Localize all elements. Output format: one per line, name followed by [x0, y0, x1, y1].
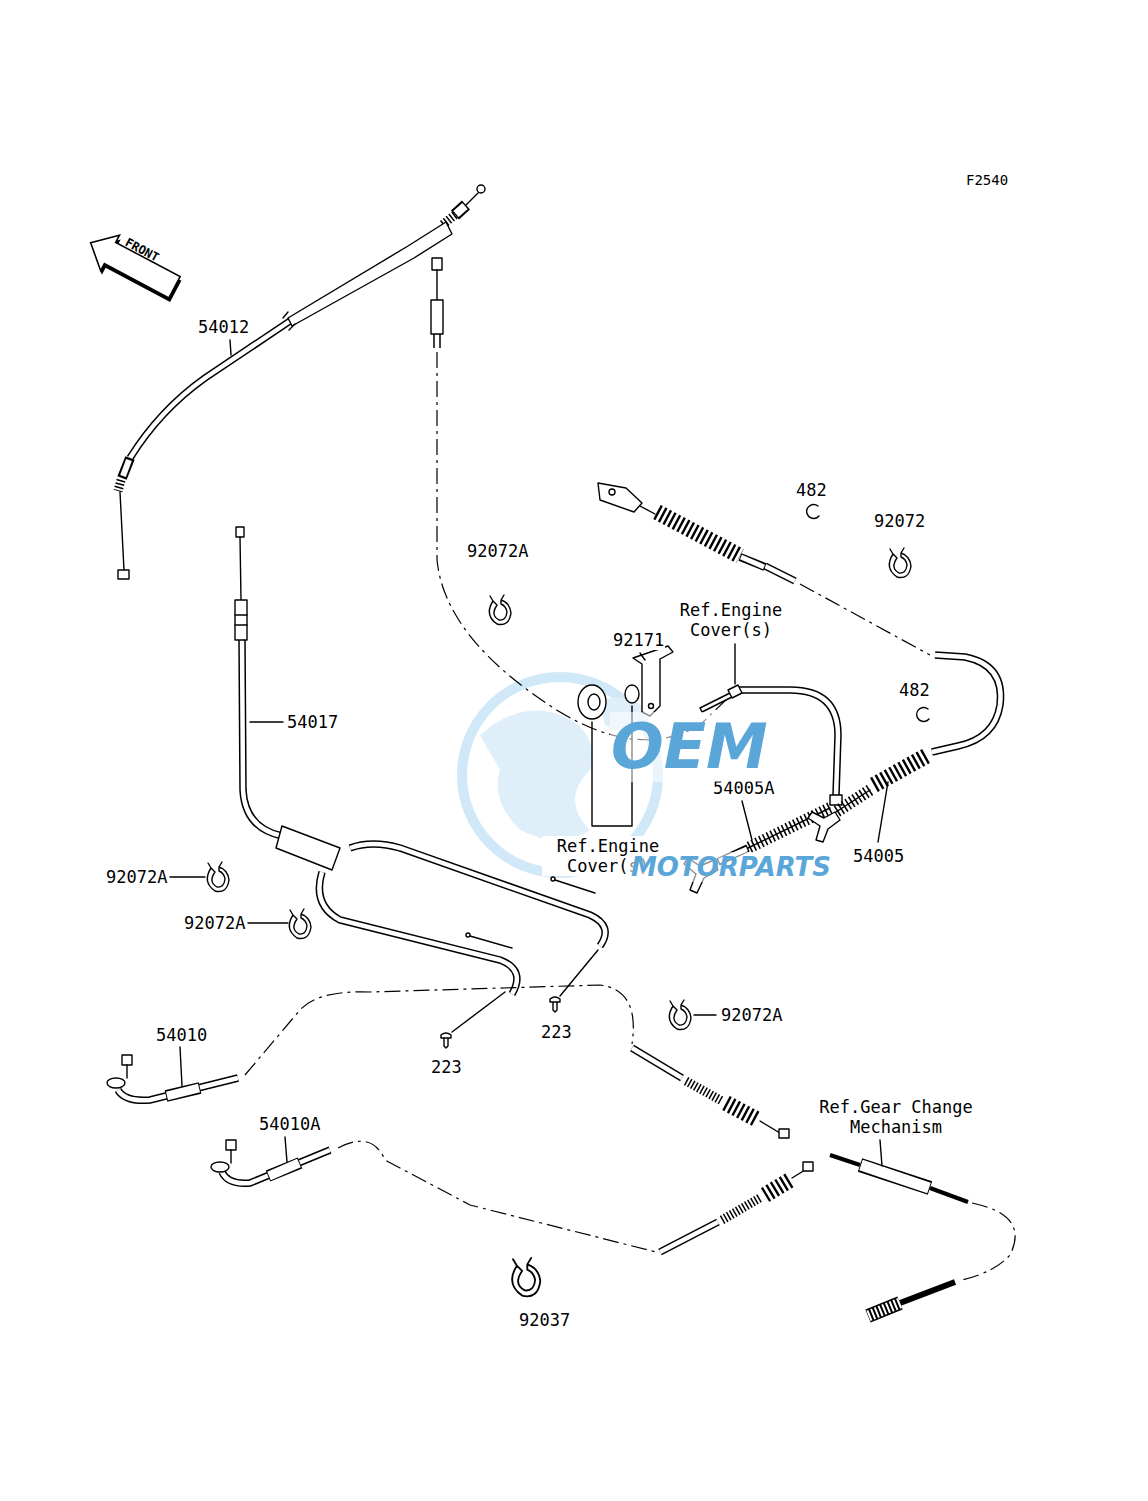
cable-ends-right [686, 1081, 813, 1220]
cable-54010 [107, 985, 656, 1252]
callout-number-holder: 92072A [183, 913, 246, 933]
cable-upper [431, 258, 732, 740]
callout-number-holder: 54010A [258, 1114, 321, 1134]
callout-number-holder: 92072A [105, 867, 168, 887]
callout-number: 92037 [518, 1310, 571, 1330]
leader-line [170, 340, 888, 1166]
callout-number-holder: 92037 [518, 1310, 571, 1330]
callout-number-holder: 223 [540, 1022, 573, 1042]
callout-number: 482 [898, 680, 931, 700]
callout-number-holder: 92171 [612, 630, 665, 650]
cable-clip [207, 548, 911, 1296]
figure-code: F2540 [965, 172, 1009, 189]
callout-number: 482 [795, 480, 828, 500]
reference-note: Ref.Engine Cover(s) [665, 600, 797, 640]
watermark-holder: MOTORPARTS [630, 852, 832, 882]
gear-change-rod [830, 1155, 1015, 1316]
callout-number-holder: 54012 [197, 317, 250, 337]
callout-number: 223 [430, 1057, 463, 1077]
callout-number: 54005 [852, 846, 905, 866]
callout-number: 54017 [286, 712, 339, 732]
cable-54012 [118, 185, 485, 579]
callout-number: 54010 [155, 1025, 208, 1045]
cable-housing-fill [118, 321, 1001, 1252]
cable-54017 [235, 527, 595, 948]
callout-number-holder: 92072 [873, 511, 926, 531]
callout-number-holder: 54010 [155, 1025, 208, 1045]
callout-number: 92171 [612, 630, 665, 650]
callout-number-holder: 54005 [852, 846, 905, 866]
callout-number: 54010A [258, 1114, 321, 1134]
callout-number: 92072A [183, 913, 246, 933]
reference-note-holder: Ref.Engine Cover(s) [665, 600, 797, 640]
figure-code-holder: F2540 [965, 172, 1009, 189]
callout-number-holder: 54017 [286, 712, 339, 732]
watermark-holder: OEM [610, 712, 769, 782]
reference-note-holder: Ref.Gear Change Mechanism [805, 1097, 987, 1137]
callout-number: 92072A [105, 867, 168, 887]
cable-54005 [598, 483, 930, 842]
callout-number: 92072 [873, 511, 926, 531]
reference-note: Ref.Gear Change Mechanism [805, 1097, 987, 1137]
watermark: MOTORPARTS [630, 852, 832, 882]
callout-number-holder: 482 [898, 680, 931, 700]
callout-number-holder: 223 [430, 1057, 463, 1077]
callout-number-holder: 92072A [720, 1005, 783, 1025]
callout-number-holder: 92072A [466, 541, 529, 561]
callout-number: 92072A [720, 1005, 783, 1025]
callout-number: 92072A [466, 541, 529, 561]
callout-number: 54012 [197, 317, 250, 337]
cable-housing [118, 321, 1001, 1252]
watermark: OEM [610, 712, 769, 782]
callout-number-holder: 482 [795, 480, 828, 500]
front-arrow [80, 225, 187, 309]
callout-number: 223 [540, 1022, 573, 1042]
